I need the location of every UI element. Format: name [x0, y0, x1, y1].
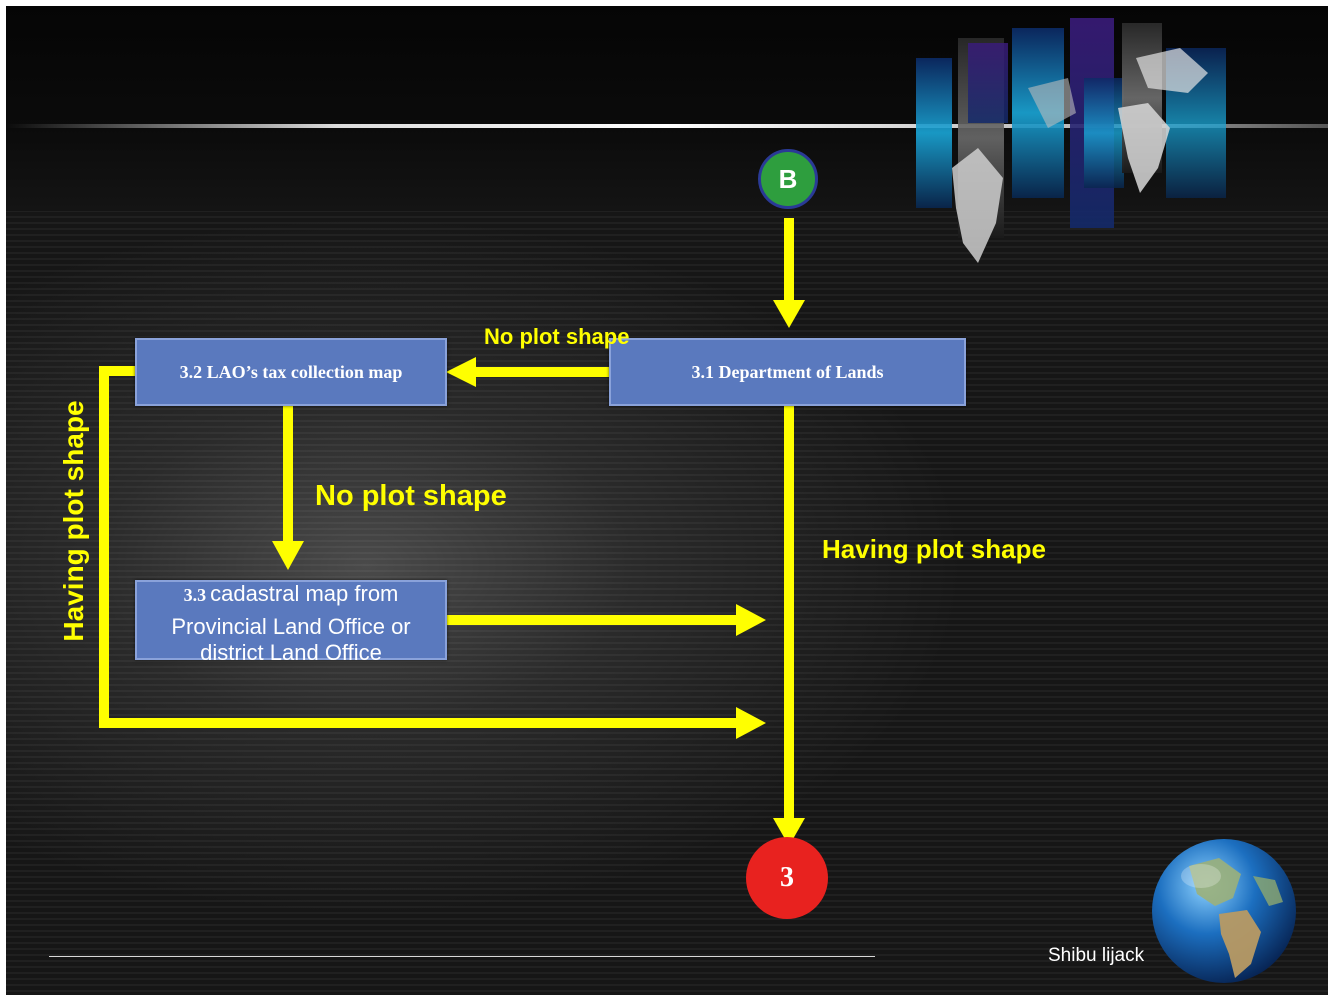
world-map-banner-image	[916, 18, 1226, 263]
node-cadastral-map-number: 3.3	[183, 584, 207, 605]
node-cadastral-map: 3.3 cadastral map from Provincial Land O…	[135, 579, 447, 663]
arrow-31-to-3-shaft	[784, 404, 794, 824]
connector-3: 3	[746, 837, 828, 919]
node-cadastral-map-text1: cadastral map from	[210, 580, 399, 606]
node-lao-tax-collection-map-label: 3.2 LAO’s tax collection map	[179, 361, 403, 382]
arrow-31-to-32-shaft	[474, 367, 610, 377]
node-department-of-lands: 3.1 Department of Lands	[609, 338, 966, 406]
connector-3-label: 3	[780, 862, 794, 893]
connector-b: B	[758, 149, 818, 209]
arrow-31-to-32-head	[446, 357, 476, 387]
slide: B 3.1 Department of Lands 3.2 LAO’s tax …	[6, 6, 1328, 995]
globe-icon	[1152, 839, 1296, 983]
arrow-b-to-31-head	[773, 300, 805, 328]
arrow-32-to-33-shaft	[283, 404, 293, 546]
node-lao-tax-collection-map: 3.2 LAO’s tax collection map	[135, 338, 447, 406]
connector-b-label: B	[778, 163, 798, 194]
edge-label-no-plot-shape-middle: No plot shape	[315, 480, 507, 512]
loop-32-left	[99, 366, 109, 728]
node-department-of-lands-label: 3.1 Department of Lands	[691, 361, 884, 382]
arrow-33-to-main-head	[736, 604, 766, 636]
flow-lines	[99, 218, 805, 846]
loop-32-bottom	[99, 718, 744, 728]
header-divider	[6, 124, 1328, 128]
arrow-b-to-31-shaft	[784, 218, 794, 308]
loop-32-top	[99, 366, 137, 376]
edge-label-having-plot-shape-vertical: Having plot shape	[58, 400, 89, 642]
edge-label-having-plot-shape-right: Having plot shape	[822, 534, 1046, 564]
footer-divider	[49, 956, 875, 957]
arrow-32-to-33-head	[272, 541, 304, 570]
node-cadastral-map-line2: Provincial Land Office or	[171, 613, 411, 639]
arrow-31-to-3-head	[773, 818, 805, 846]
arrow-33-to-main-shaft	[444, 615, 744, 625]
author-credit: Shibu lijack	[1048, 945, 1145, 966]
node-cadastral-map-line1: 3.3 cadastral map from	[184, 579, 399, 612]
edge-label-no-plot-shape-top: No plot shape	[484, 324, 630, 349]
node-cadastral-map-line3: district Land Office	[200, 639, 382, 665]
arrow-32-to-main-head	[736, 707, 766, 739]
